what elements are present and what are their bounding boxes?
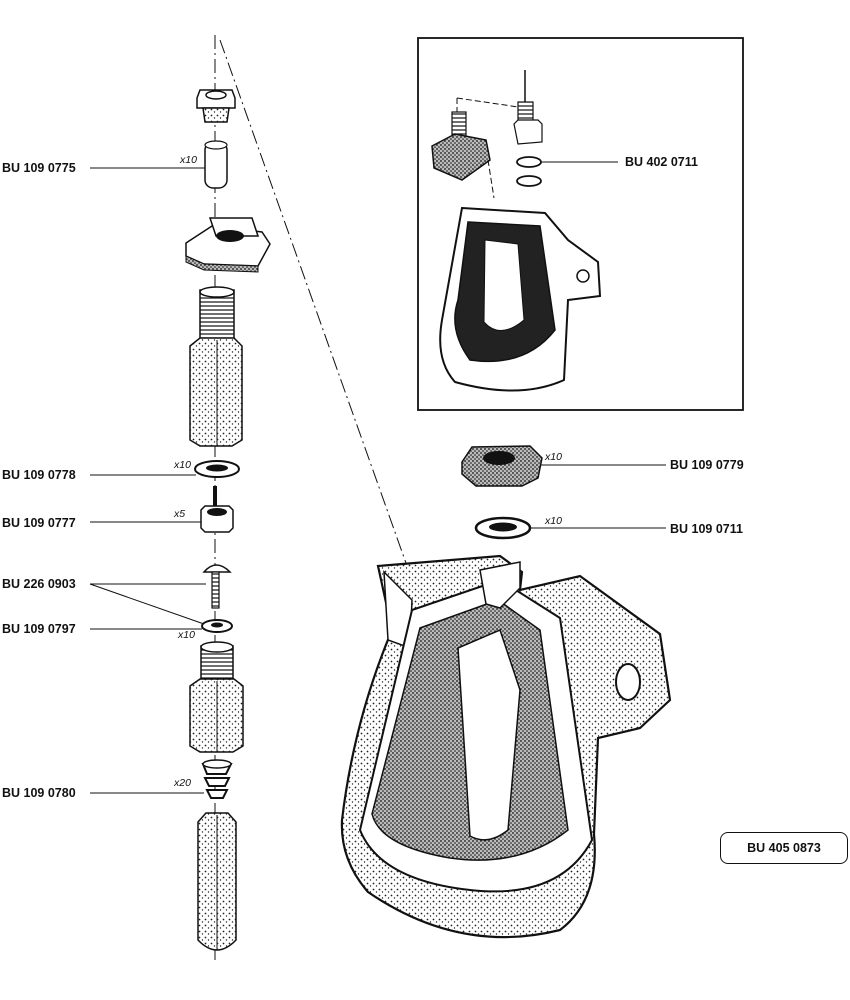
part-label-bu-109-0780: BU 109 0780 (2, 786, 76, 800)
washer-part (194, 460, 240, 478)
lower-hex-body-part (189, 641, 244, 753)
qty-label-0778: x10 (174, 459, 191, 471)
small-washer-part (201, 619, 233, 633)
hex-nut-part (461, 445, 543, 487)
part-label-bu-109-0779: BU 109 0779 (670, 458, 744, 472)
qty-label-0780: x20 (174, 777, 191, 789)
inset-bowl (439, 206, 602, 392)
spring-part (201, 759, 233, 799)
diagonal-axis-line (219, 39, 413, 581)
right-washer-part (474, 516, 532, 540)
qty-label-0711: x10 (545, 515, 562, 527)
part-label-bu-226-0903: BU 226 0903 (2, 577, 76, 591)
bottom-rod-part (197, 812, 237, 951)
detail-inset-frame (417, 37, 744, 411)
assembly-reference-box: BU 405 0873 (720, 832, 848, 864)
assembly-reference-label: BU 405 0873 (747, 841, 821, 855)
qty-label-0775: x10 (180, 154, 197, 166)
drinking-bowl-part (340, 554, 672, 939)
pin-part (202, 564, 232, 609)
clamp-bracket-part (185, 217, 271, 273)
valve-part (200, 486, 234, 533)
long-hex-body-part (189, 286, 243, 447)
part-label-bu-109-0797: BU 109 0797 (2, 622, 76, 636)
qty-label-0779: x10 (545, 451, 562, 463)
part-label-bu-109-0775: BU 109 0775 (2, 161, 76, 175)
qty-label-0797: x10 (178, 629, 195, 641)
top-fitting-part (196, 89, 236, 123)
qty-label-0777: x5 (174, 508, 186, 520)
part-label-bu-109-0711: BU 109 0711 (670, 522, 743, 536)
part-label-bu-402-0711: BU 402 0711 (625, 155, 698, 169)
part-label-bu-109-0778: BU 109 0778 (2, 468, 76, 482)
leader-lines (89, 161, 666, 794)
inset-fittings (431, 70, 543, 199)
seal-tube-part (204, 140, 228, 189)
part-label-bu-109-0777: BU 109 0777 (2, 516, 76, 530)
